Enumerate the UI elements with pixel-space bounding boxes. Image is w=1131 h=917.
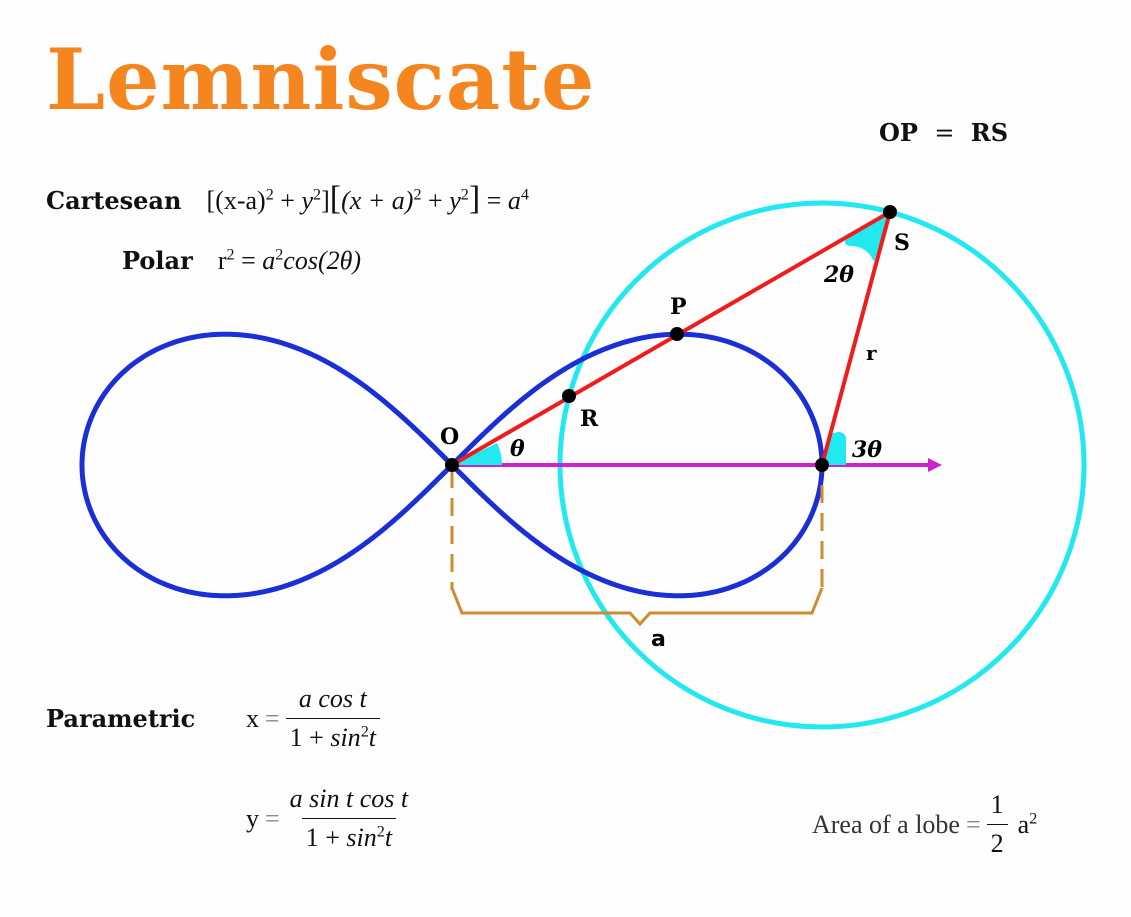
param-x-den-pre: 1 + — [289, 723, 331, 752]
cartesian-y1: y — [301, 186, 313, 215]
param-y-den-pre: 1 + — [305, 823, 347, 852]
param-y-eq: = — [265, 803, 280, 833]
param-x-den-post: t — [368, 723, 376, 752]
label-theta: θ — [510, 436, 525, 462]
cartesian-term1: [(x-a) — [206, 186, 266, 215]
cartesian-close1: ] — [321, 186, 330, 215]
param-x-var: x — [246, 703, 259, 733]
cartesian-close2: ] — [468, 180, 481, 217]
label-r: r — [866, 341, 877, 365]
param-y-den-post: t — [384, 823, 393, 852]
identity-right: RS — [970, 118, 1009, 147]
line-O-S — [450, 210, 892, 467]
cartesian-exp5: 4 — [520, 186, 529, 204]
page-title: Lemniscate — [46, 30, 596, 129]
cartesian-plus2: + — [421, 186, 450, 215]
polar-lhs: r — [217, 246, 227, 275]
angle-3theta-fill — [822, 432, 846, 465]
polar-equation: Polar r2 = a2cos(2θ) — [122, 246, 361, 276]
polar-a: a — [262, 246, 276, 275]
cartesian-plus1: + — [273, 186, 302, 215]
param-x-den-fn: sin — [330, 723, 361, 752]
point-O — [445, 458, 459, 472]
area-denominator: 2 — [986, 824, 1008, 859]
lemniscate-curve — [79, 331, 825, 599]
brace-a — [450, 470, 824, 627]
cartesian-formula: [(x-a)2 + y2][(x + a)2 + y2] = a4 — [206, 180, 529, 217]
area-fraction: 1 2 — [986, 790, 1008, 859]
polar-a-exp: 2 — [275, 246, 284, 264]
label-3theta: 3θ — [852, 437, 882, 463]
cartesian-y2: y — [449, 186, 461, 215]
param-y-den-fn: sin — [346, 823, 377, 852]
param-y-numerator: a sin t cos t — [289, 784, 409, 813]
identity-eq: = — [934, 119, 955, 147]
param-x-den-exp: 2 — [360, 723, 369, 741]
param-y-fraction: a sin t cos t 1 + sin2t — [286, 784, 412, 853]
identity-label: OP = RS — [879, 118, 1008, 147]
polar-eq: = — [234, 246, 263, 275]
cartesian-open2: [ — [329, 180, 342, 217]
area-exp: 2 — [1029, 809, 1038, 827]
param-y-var: y — [246, 803, 259, 833]
identity-left: OP — [879, 118, 918, 147]
point-P — [670, 327, 684, 341]
cartesian-equation: Cartesean [(x-a)2 + y2][(x + a)2 + y2] =… — [46, 180, 529, 218]
param-y-den-exp: 2 — [376, 823, 385, 841]
label-S: S — [894, 230, 910, 256]
polar-rhs: cos(2θ) — [283, 246, 362, 275]
parametric-y: y = a sin t cos t 1 + sin2t — [246, 784, 412, 853]
param-x-denominator: 1 + sin2t — [285, 718, 380, 753]
param-x-numerator: a cos t — [298, 684, 367, 713]
label-R: R — [580, 406, 599, 432]
point-vertex — [815, 458, 829, 472]
area-eq: = — [965, 809, 981, 839]
cartesian-label: Cartesean — [46, 186, 182, 215]
parametric-label: Parametric — [46, 704, 196, 733]
param-x-eq: = — [265, 703, 280, 733]
label-O: O — [440, 424, 459, 450]
line-Q-S — [820, 211, 892, 466]
parametric-x: Parametric x = a cos t 1 + sin2t — [46, 684, 380, 753]
point-S — [883, 205, 897, 219]
area-formula: Area of a lobe = 1 2 a2 — [812, 790, 1037, 859]
polar-formula: r2 = a2cos(2θ) — [218, 246, 361, 275]
point-R — [562, 389, 576, 403]
label-a: a — [651, 627, 666, 652]
polar-lhs-exp: 2 — [226, 246, 235, 264]
area-numerator: 1 — [990, 790, 1004, 819]
cartesian-exp1: 2 — [265, 186, 274, 204]
polar-label: Polar — [122, 246, 193, 275]
area-a: a — [1017, 809, 1030, 839]
cartesian-rhs: a — [507, 186, 521, 215]
param-y-denominator: 1 + sin2t — [301, 818, 397, 853]
param-x-fraction: a cos t 1 + sin2t — [285, 684, 380, 753]
axis-arrow-icon — [928, 458, 942, 472]
label-2theta: 2θ — [823, 262, 854, 288]
angle-2theta-fill — [844, 212, 890, 262]
label-P: P — [670, 294, 687, 320]
cartesian-eq: = — [480, 186, 508, 215]
area-var: a2 — [1018, 810, 1038, 840]
cartesian-exp3: 2 — [413, 186, 422, 204]
area-label: Area of a lobe — [812, 809, 960, 839]
cartesian-term2: (x + a) — [341, 186, 414, 215]
cartesian-exp2: 2 — [313, 186, 322, 204]
cartesian-exp4: 2 — [460, 186, 469, 204]
